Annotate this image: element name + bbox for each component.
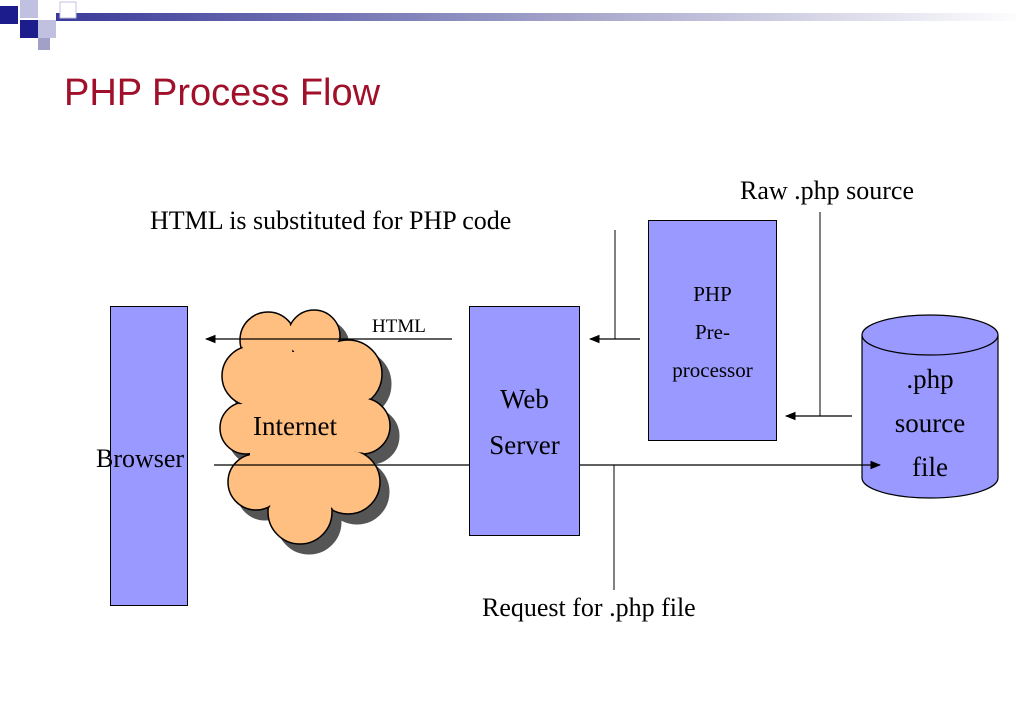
html-arrow-label: HTML bbox=[372, 316, 426, 337]
html-substituted-label: HTML is substituted for PHP code bbox=[150, 206, 512, 235]
request-label: Request for .php file bbox=[482, 593, 696, 622]
source-file-line1: .php bbox=[906, 364, 954, 394]
page-title: PHP Process Flow bbox=[64, 72, 381, 114]
source-file-line3: file bbox=[912, 452, 948, 482]
internet-label: Internet bbox=[253, 411, 337, 441]
browser-box bbox=[110, 306, 188, 606]
web-server-label-line1: Web bbox=[500, 384, 549, 414]
php-preprocessor-box bbox=[648, 220, 777, 441]
php-preprocessor-line3: processor bbox=[672, 358, 753, 382]
web-server-label-line2: Server bbox=[489, 430, 560, 460]
php-preprocessor-line1: PHP bbox=[693, 282, 732, 306]
web-server-box bbox=[469, 306, 580, 536]
php-preprocessor-line2: Pre- bbox=[695, 320, 730, 344]
source-file-cylinder bbox=[861, 314, 999, 499]
raw-source-label: Raw .php source bbox=[740, 176, 915, 205]
browser-label: Browser bbox=[96, 444, 185, 473]
source-file-line2: source bbox=[894, 408, 966, 438]
header-decoration bbox=[0, 0, 1024, 50]
